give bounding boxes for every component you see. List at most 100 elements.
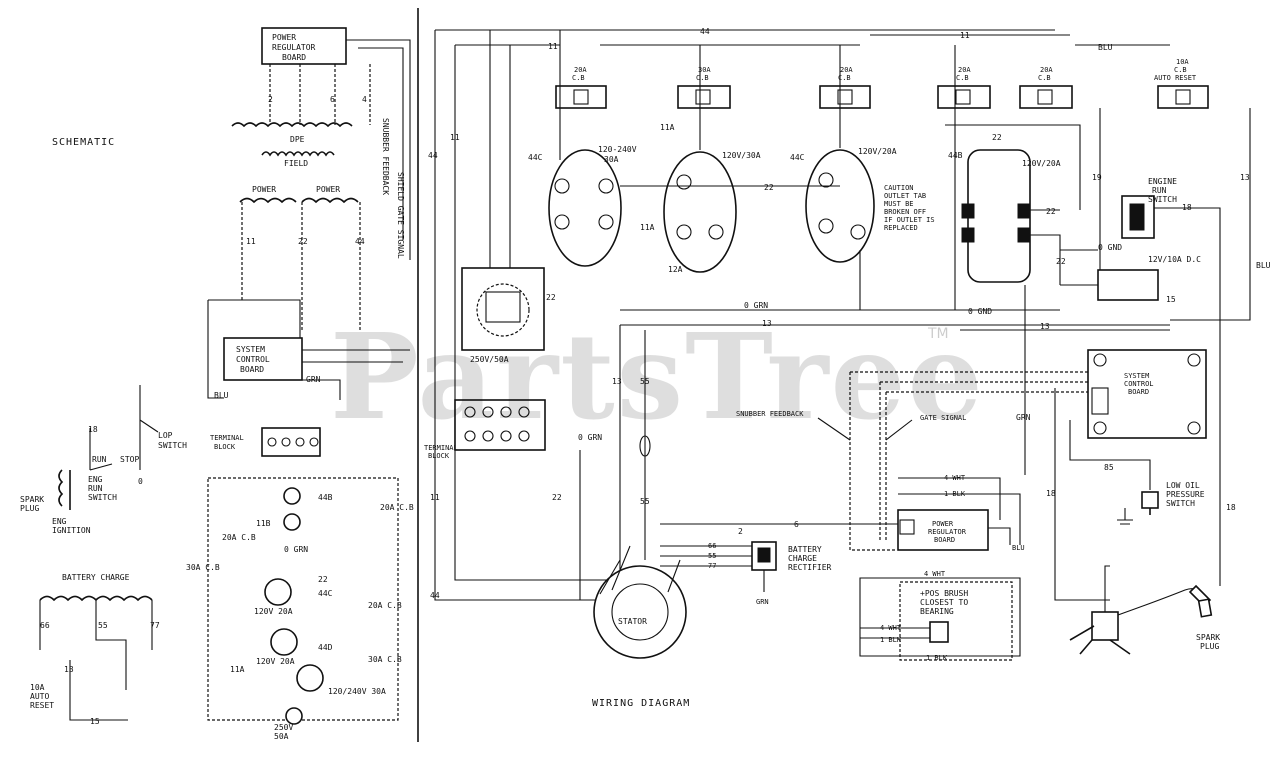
- receptacle-120v-20a-gfci: 120V/20A: [961, 149, 1061, 283]
- wl-22-gfci: 22: [992, 133, 1002, 142]
- caution-1: CAUTION: [884, 184, 914, 192]
- scb-wires: [1024, 285, 1151, 601]
- r2-rating: 120V/30A: [722, 151, 761, 160]
- right-side-wires: [960, 108, 1251, 440]
- wl-85: 85: [1104, 463, 1114, 472]
- wscb-3: BOARD: [1128, 388, 1149, 396]
- top-bus-wires: [435, 29, 1170, 46]
- schem-power-leads: [241, 202, 361, 330]
- schem-recept-250: [285, 707, 303, 725]
- schem-wire-4: 4: [362, 95, 367, 104]
- schem-cb-1: 20A C.B: [380, 503, 414, 512]
- brush-wires: [859, 577, 1021, 657]
- schem-tb-2: BLOCK: [214, 443, 236, 451]
- wl-0grn-tb: 0 GRN: [578, 433, 602, 442]
- breaker-3: 20A C.B: [819, 66, 871, 109]
- run-label: RUN: [92, 455, 107, 464]
- rectifier-wires: [660, 545, 765, 592]
- wl-22-left: 22: [546, 293, 556, 302]
- wl-12a: 12A: [668, 265, 683, 274]
- wire-15: 15: [90, 717, 100, 726]
- battery-charge-rectifier: BATTERY CHARGE RECTIFIER: [751, 541, 832, 572]
- cb3-rating: 20A: [840, 66, 853, 74]
- schem-gfci-1: [283, 487, 301, 505]
- wl-1blk: 1 BLK: [944, 490, 966, 498]
- wl-4wht-c: 4 WHT: [880, 624, 902, 632]
- cb2-rating: 30A: [698, 66, 711, 74]
- battery-charge-winding: [39, 595, 153, 602]
- caution-4: BROKEN OFF: [884, 208, 926, 216]
- ign-1: ENG: [52, 517, 67, 526]
- bcr-1: BATTERY: [788, 545, 822, 554]
- eng-run-3: SWITCH: [88, 493, 117, 502]
- gate-signal-label: GATE SIGNAL: [920, 414, 966, 422]
- breaker-5: 20A C.B: [1019, 66, 1073, 109]
- cb1-rating: 20A: [574, 66, 587, 74]
- wire-66: 66: [40, 621, 50, 630]
- loil-3: SWITCH: [1166, 499, 1195, 508]
- wl-18-spark: 18: [1226, 503, 1236, 512]
- caution-6: REPLACED: [884, 224, 918, 232]
- wl-18-oil: 18: [1046, 489, 1056, 498]
- eng-run-2: RUN: [88, 484, 103, 493]
- caution-note: CAUTION OUTLET TAB MUST BE BROKEN OFF IF…: [884, 184, 935, 232]
- schem-scb-2: CONTROL: [236, 355, 270, 364]
- spark-plug: SPARK PLUG: [1188, 584, 1220, 651]
- brush-2: CLOSEST TO: [920, 598, 968, 607]
- auto-reset-2: AUTO: [30, 692, 49, 701]
- schem-recept-3-label: 120/240V 30A: [328, 687, 386, 696]
- wire-55: 55: [98, 621, 108, 630]
- wl-4wht-b: 4 WHT: [924, 570, 946, 578]
- battery-charge-label: BATTERY CHARGE: [62, 573, 130, 582]
- schem-gfci-2: [283, 513, 301, 531]
- caution-3: MUST BE: [884, 200, 914, 208]
- cb2-type: C.B: [696, 74, 709, 82]
- schem-snubber-wire: [346, 39, 411, 260]
- wl-grn-rect: GRN: [756, 598, 769, 606]
- receptacle-120v-30a: 120V/30A: [663, 151, 761, 273]
- wprb-1: POWER: [932, 520, 954, 528]
- ign-2: IGNITION: [52, 526, 91, 535]
- schem-blu-label: BLU: [214, 391, 229, 400]
- schem-bus-frame: [207, 477, 399, 721]
- wire-0grn: 0 GRN: [284, 545, 308, 554]
- tb-down-wires: [579, 325, 646, 600]
- schem-gate-wire: [358, 47, 404, 240]
- schem-wire-0: 0: [138, 477, 143, 486]
- breaker-2: 30A C.B: [677, 66, 731, 109]
- r4-rating: 120V/20A: [1022, 159, 1061, 168]
- run-switch-lead: [89, 428, 113, 471]
- wl-44c-b: 44C: [790, 153, 805, 162]
- stator-label: STATOR: [618, 617, 647, 626]
- left-trunk-wires: [434, 30, 620, 601]
- ers-2: RUN: [1152, 186, 1167, 195]
- schem-cb-4: 20A C.B: [368, 601, 402, 610]
- wl-11a-b: 11A: [660, 123, 675, 132]
- auto-reset-lead: [69, 660, 128, 721]
- bcr-2: CHARGE: [788, 554, 817, 563]
- wiring-power-regulator-board: POWER REGULATOR BOARD: [897, 509, 989, 551]
- schem-cb-5: 30A C.B: [368, 655, 402, 664]
- ers-1: ENGINE: [1148, 177, 1177, 186]
- receptacle-120v-20a-1: 120V/20A: [805, 147, 897, 263]
- wire-44c: 44C: [318, 589, 333, 598]
- tb-screw-4: [309, 437, 319, 447]
- wire-44d: 44D: [318, 643, 333, 652]
- schem-scb-3: BOARD: [240, 365, 264, 374]
- wiring-system-control-board: SYSTEM CONTROL BOARD: [1087, 349, 1207, 439]
- ers-3: SWITCH: [1148, 195, 1177, 204]
- wl-blu-top: BLU: [1098, 43, 1113, 52]
- wl-11b-top: 11: [960, 31, 970, 40]
- schem-recept-1: [264, 578, 292, 606]
- wire-13: 13: [64, 665, 74, 674]
- schem-prb-wires: [269, 64, 371, 125]
- schem-wire-44: 44: [355, 237, 365, 246]
- schem-recept-1-label: 120V 20A: [254, 607, 293, 616]
- wl-44-top: 44: [700, 27, 710, 36]
- wire-77: 77: [150, 621, 160, 630]
- lop-label-1: LOP: [158, 431, 173, 440]
- wl-0gnd-mid: 0 GND: [968, 307, 992, 316]
- receptacle-wires: [559, 30, 1081, 310]
